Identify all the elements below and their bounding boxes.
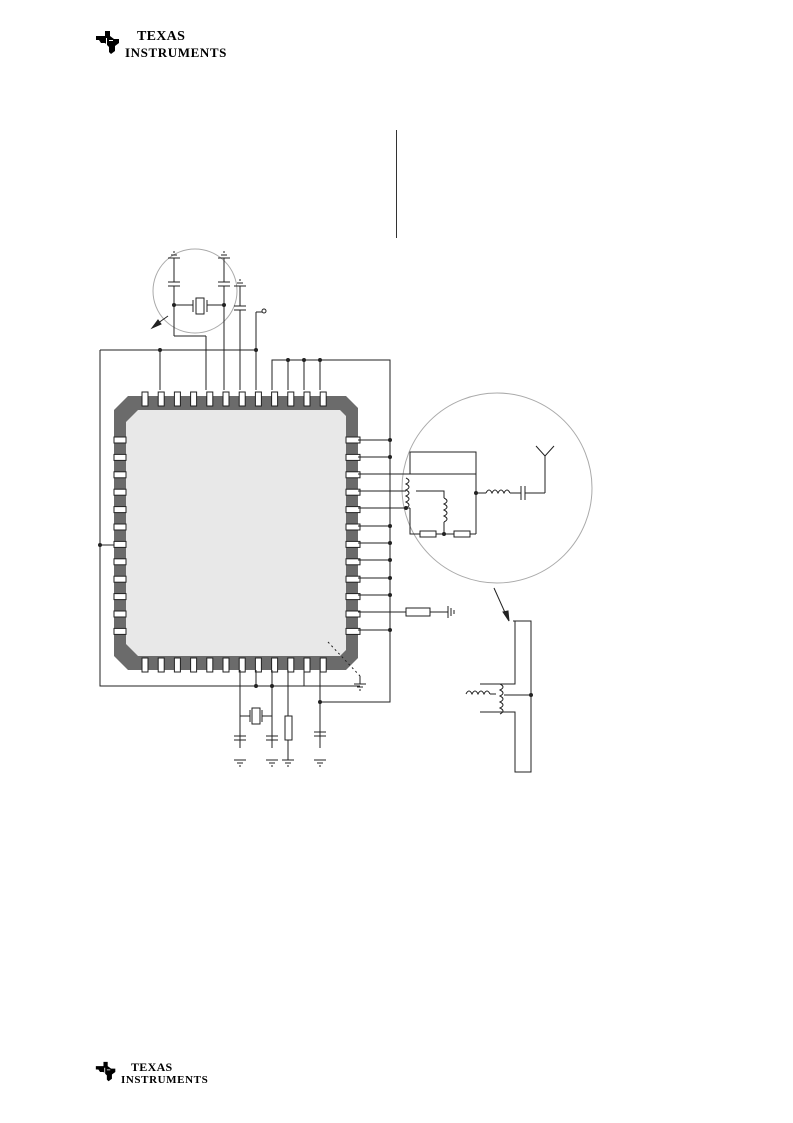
ic-pin-top bbox=[254, 391, 262, 407]
ic-pin-right bbox=[345, 453, 361, 461]
ic-pin-left bbox=[113, 453, 127, 461]
logo-line-2: INSTRUMENTS bbox=[121, 1074, 209, 1086]
ic-pin-left bbox=[113, 593, 127, 601]
ti-logo-footer: TEXAS INSTRUMENTS bbox=[94, 1061, 208, 1086]
ic-pin-left bbox=[113, 627, 127, 635]
ti-logo-icon bbox=[96, 31, 119, 54]
ic-pin-right bbox=[345, 436, 361, 444]
ic-pins bbox=[113, 391, 361, 673]
ic-pin-bottom bbox=[254, 657, 262, 673]
ic-pin-left bbox=[113, 488, 127, 496]
ic-pin-top bbox=[173, 391, 181, 407]
ic-pin-top bbox=[141, 391, 149, 407]
ic-pin-right bbox=[345, 471, 361, 479]
ic-pin-bottom bbox=[238, 657, 246, 673]
ic-pin-left bbox=[113, 506, 127, 514]
ic-pin-bottom bbox=[173, 657, 181, 673]
ic-pin-right bbox=[345, 627, 361, 635]
ic-pin-left bbox=[113, 575, 127, 583]
ic-pin-right bbox=[345, 523, 361, 531]
ic-pin-top bbox=[319, 391, 327, 407]
ic-pin-left bbox=[113, 610, 127, 618]
ic-pin-bottom bbox=[222, 657, 230, 673]
ic-pin-top bbox=[287, 391, 295, 407]
ic-pin-top bbox=[190, 391, 198, 407]
ic-package bbox=[114, 396, 358, 670]
text-margin-bar bbox=[396, 130, 397, 238]
ic-pin-bottom bbox=[190, 657, 198, 673]
ic-pin-right bbox=[345, 610, 361, 618]
ic-pin-bottom bbox=[157, 657, 165, 673]
ti-logo-header: TEXAS INSTRUMENTS bbox=[94, 30, 227, 59]
ti-logo-icon bbox=[95, 1061, 116, 1082]
ic-pin-top bbox=[271, 391, 279, 407]
ic-pin-top bbox=[303, 391, 311, 407]
ic-pin-bottom bbox=[206, 657, 214, 673]
ic-pin-right bbox=[345, 575, 361, 583]
ic-pin-top bbox=[157, 391, 165, 407]
ic-pin-bottom bbox=[271, 657, 279, 673]
ic-pin-top bbox=[222, 391, 230, 407]
crystal-callout-circle bbox=[152, 248, 238, 334]
ic-pin-left bbox=[113, 540, 127, 548]
logo-line-2: INSTRUMENTS bbox=[125, 45, 227, 60]
ic-pin-top bbox=[206, 391, 214, 407]
ic-pin-bottom bbox=[287, 657, 295, 673]
logo-line-1: TEXAS bbox=[131, 1060, 173, 1074]
ic-pin-left bbox=[113, 558, 127, 566]
ic-pin-right bbox=[345, 558, 361, 566]
ic-pin-left bbox=[113, 436, 127, 444]
ic-pin-bottom bbox=[141, 657, 149, 673]
ic-pin-bottom bbox=[303, 657, 311, 673]
antenna-callout-circle bbox=[401, 392, 593, 584]
ic-pin-right bbox=[345, 488, 361, 496]
ic-pin-right bbox=[345, 593, 361, 601]
logo-line-1: TEXAS bbox=[137, 29, 186, 44]
junction-dots bbox=[98, 303, 533, 704]
ic-pin-left bbox=[113, 523, 127, 531]
ic-pin-right bbox=[345, 506, 361, 514]
ic-pin-left bbox=[113, 471, 127, 479]
ic-pin-bottom bbox=[319, 657, 327, 673]
ic-pin-right bbox=[345, 540, 361, 548]
ic-pin-top bbox=[238, 391, 246, 407]
